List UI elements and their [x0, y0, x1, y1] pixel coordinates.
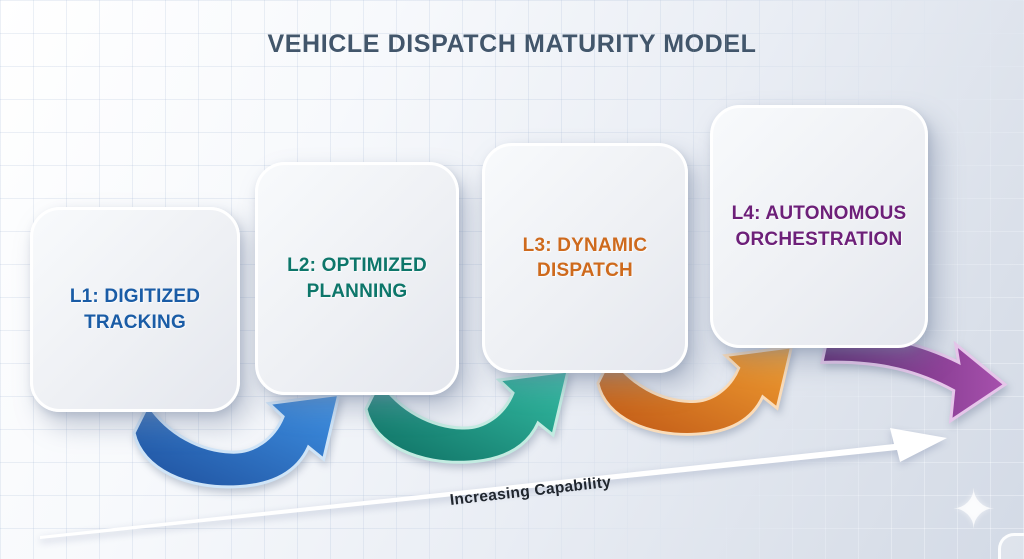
card-l3-label: L3: DYNAMIC DISPATCH — [522, 234, 648, 281]
card-l2-label: L2: OPTIMIZED PLANNING — [287, 255, 427, 302]
arrow-l2-to-l3-icon — [364, 369, 570, 464]
arrow-l3-to-l4-icon — [596, 345, 794, 436]
card-l1-label: L1: DIGITIZED TRACKING — [69, 286, 201, 333]
sparkle-icon: ✦ — [951, 480, 997, 540]
card-l3-dynamic-dispatch: L3: DYNAMIC DISPATCH — [482, 143, 688, 373]
card-l1-digitized-tracking: L1: DIGITIZED TRACKING — [30, 207, 240, 412]
arrow-l1-to-l2-icon — [132, 392, 341, 489]
card-l4-label: L4: AUTONOMOUS ORCHESTRATION — [731, 203, 907, 250]
axis-arrow-shape — [40, 428, 947, 539]
card-l2-optimized-planning: L2: OPTIMIZED PLANNING — [255, 162, 459, 395]
card-l4-autonomous-orchestration: L4: AUTONOMOUS ORCHESTRATION — [710, 105, 928, 348]
page-title: VEHICLE DISPATCH MATURITY MODEL — [267, 30, 757, 58]
corner-rounded-decoration — [998, 533, 1024, 559]
